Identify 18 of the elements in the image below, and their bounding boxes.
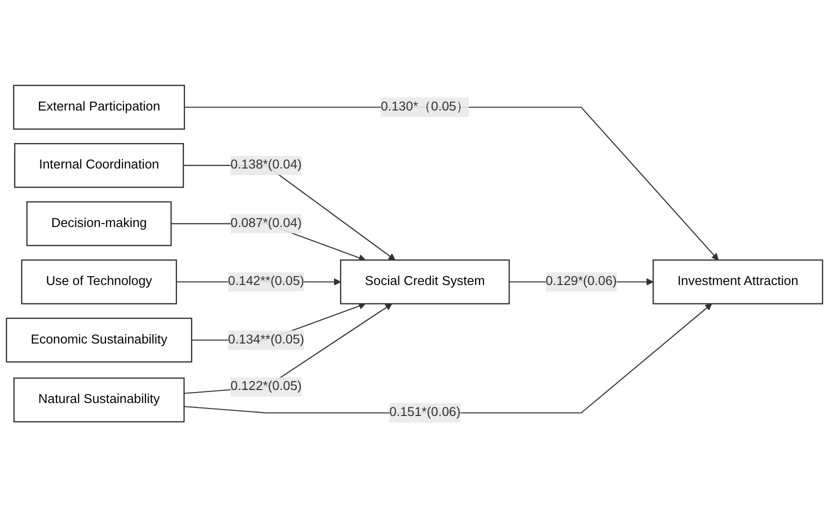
node-box: Social Credit System xyxy=(340,259,510,304)
edge-label: 0.134**(0.05) xyxy=(228,332,304,347)
node-box: Investment Attraction xyxy=(652,259,824,304)
edge-label: 0.122*(0.05) xyxy=(230,380,302,394)
node-box: External Participation xyxy=(13,84,186,130)
edge-label: 0.130*（0.05） xyxy=(380,100,470,114)
arrow xyxy=(183,164,396,260)
node-box: Internal Coordination xyxy=(14,143,184,188)
node-box: Use of Technology xyxy=(21,259,177,304)
node-box: Economic Sustainability xyxy=(6,318,192,363)
node-box: Decision-making xyxy=(26,201,172,246)
edge-label: 0.138*(0.04) xyxy=(230,158,302,172)
edge-label: 0.151*(0.06) xyxy=(389,406,461,420)
edge-label: 0.142**(0.05) xyxy=(228,274,304,288)
edge-label: 0.087*(0.04) xyxy=(230,216,302,230)
edge-label: 0.129*(0.06) xyxy=(546,274,617,288)
arrow xyxy=(184,106,719,260)
node-box: Natural Sustainability xyxy=(13,378,185,422)
